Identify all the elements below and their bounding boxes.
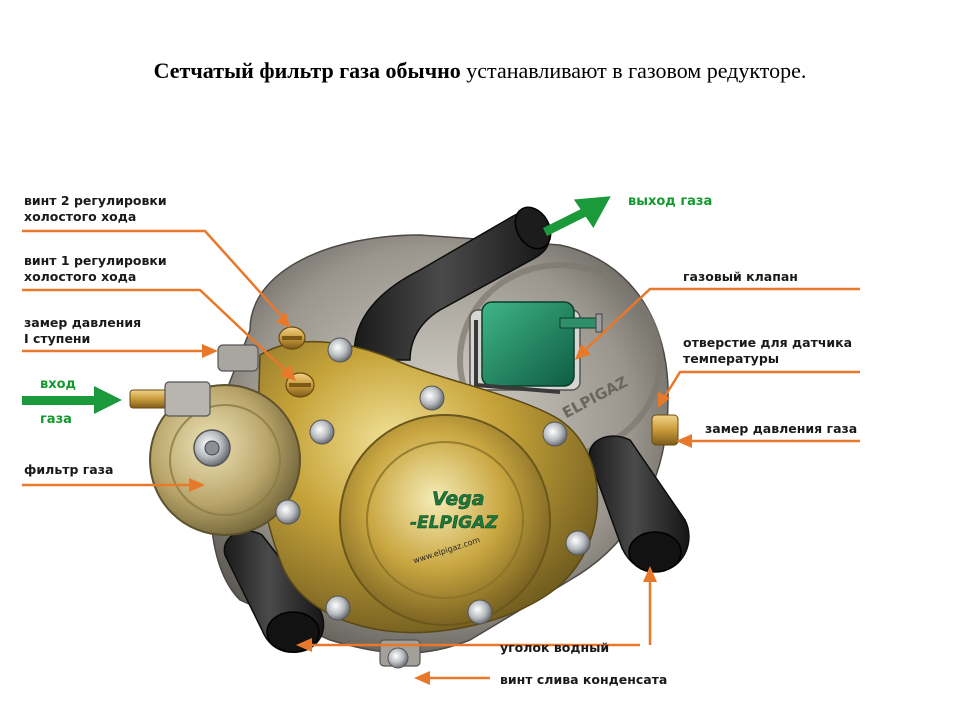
dome-inner: [366, 441, 524, 599]
caption-bold: Сетчатый фильтр газа обычно: [153, 58, 461, 83]
slide-caption: Сетчатый фильтр газа обычно устанавливаю…: [0, 58, 960, 84]
leader-elbow-left-head: [296, 638, 312, 652]
reducer-device: Vega -ELPIGAZ www.elpigaz.com ELPIGAZ: [129, 206, 690, 669]
label-inlet-line1: вход: [40, 377, 76, 392]
labels: винт 2 регулировки холостого хода винт 1…: [24, 193, 857, 687]
leader-pressure1-head: [202, 344, 218, 358]
cover-bolts: [275, 337, 591, 625]
diaphragm-dome: [339, 414, 551, 626]
label-screw2-line1: винт 2 регулировки: [24, 193, 167, 208]
inlet-arrow: [22, 386, 122, 414]
gas-inlet-fitting: [129, 381, 211, 417]
label-filter: фильтр газа: [24, 462, 113, 477]
leader-gas-pressure-head: [676, 434, 692, 448]
label-screw1-line2: холостого хода: [24, 269, 136, 284]
label-water-elbow: уголок водный: [500, 640, 609, 655]
logo-elpigaz: -ELPIGAZ: [410, 513, 498, 533]
leader-sensor-head: [658, 392, 670, 408]
leader-elbow-right-head: [643, 566, 657, 582]
condensate-drain-screw: [379, 639, 421, 669]
leader-drain-head: [414, 671, 430, 685]
label-valve: газовый клапан: [683, 269, 798, 284]
water-elbow-right: [588, 435, 690, 573]
leader-screw2: [22, 229, 286, 321]
leader-screw1: [22, 288, 291, 376]
label-screw2-line2: холостого хода: [24, 209, 136, 224]
label-gas-pressure: замер давления газа: [705, 421, 857, 436]
logo-vega: Vega: [432, 488, 485, 510]
outlet-arrow: [542, 196, 611, 237]
leader-valve: [584, 287, 860, 351]
label-sensor-line1: отверстие для датчика: [683, 335, 852, 350]
idle-screw-2: [278, 326, 306, 350]
label-screw1-line1: винт 1 регулировки: [24, 253, 167, 268]
caption-regular: устанавливают в газовом редукторе.: [460, 58, 807, 83]
label-inlet-line2: газа: [40, 412, 72, 427]
label-drain-screw: винт слива конденсата: [500, 672, 667, 687]
leader-filter-head: [189, 478, 205, 492]
label-pressure1-line1: замер давления: [24, 315, 141, 330]
gas-solenoid-valve: [469, 301, 603, 394]
leader-valve-head: [575, 344, 591, 360]
leader-sensor: [662, 370, 860, 399]
leader-screw1-head: [280, 365, 296, 381]
leader-lines: [22, 229, 860, 685]
stage1-pressure-port: [217, 344, 259, 372]
gas-pressure-port: [651, 414, 679, 446]
label-outlet: выход газа: [628, 194, 712, 209]
label-pressure1-line2: I ступени: [24, 331, 90, 346]
label-sensor-line2: температуры: [683, 351, 779, 366]
gas-filter-housing: [149, 384, 301, 536]
outlet-hose-end: [514, 206, 552, 250]
leader-screw2-head: [276, 312, 290, 328]
